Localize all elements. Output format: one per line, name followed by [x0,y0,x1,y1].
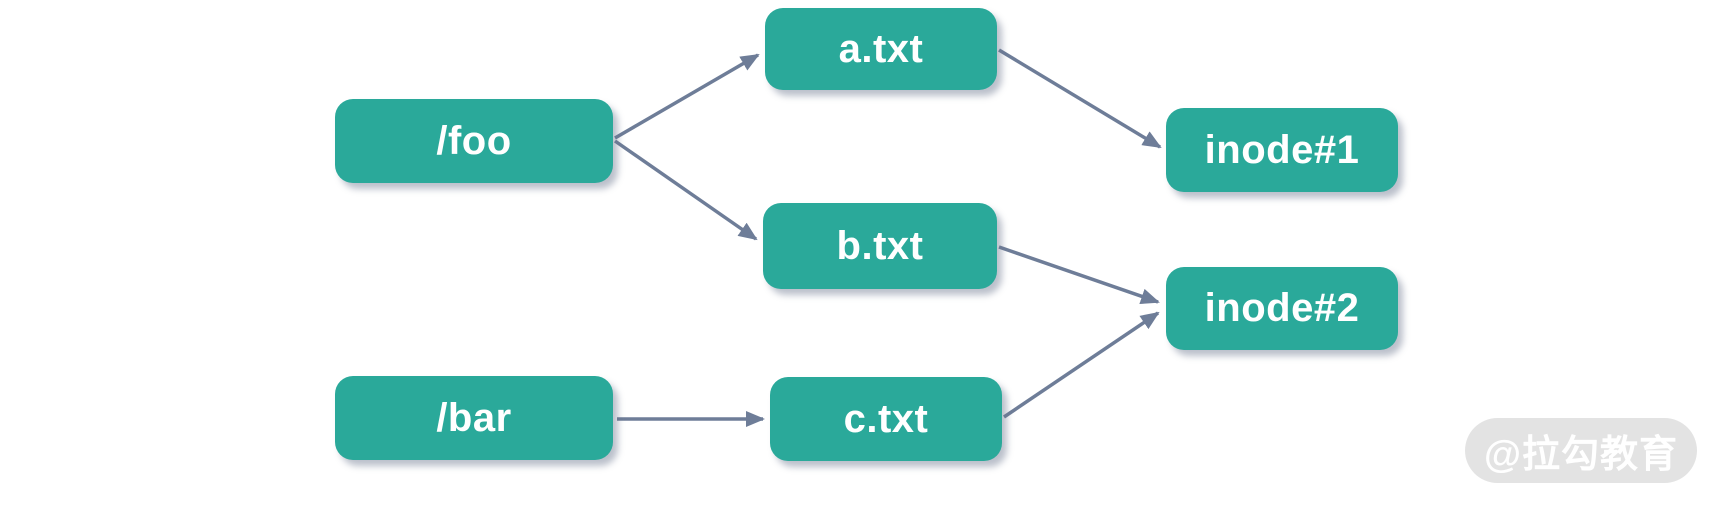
node-bar: /bar [335,376,613,460]
node-c-txt: c.txt [770,377,1002,461]
watermark-label: @拉勾教育 [1483,434,1679,476]
node-inode2: inode#2 [1166,267,1398,350]
node-inode1-label: inode#1 [1204,127,1360,172]
node-a-txt-label: a.txt [838,26,924,71]
node-inode2-label: inode#2 [1204,286,1360,330]
arrow-b-to-inode2 [998,245,1160,305]
watermark-badge: @拉勾教育 [1465,418,1697,483]
node-foo: /foo [335,99,613,183]
node-inode1: inode#1 [1166,108,1398,192]
node-foo-label: /foo [436,118,512,163]
node-a-txt: a.txt [765,8,997,90]
arrow-foo-to-a [614,53,760,140]
node-bar-label: /bar [436,395,512,440]
arrow-foo-to-b [614,139,758,241]
arrow-c-to-inode2 [1003,311,1160,419]
node-b-txt-label: b.txt [836,223,924,268]
node-c-txt-label: c.txt [843,396,929,441]
node-b-txt: b.txt [763,203,997,289]
arrow-a-to-inode1 [998,48,1162,149]
